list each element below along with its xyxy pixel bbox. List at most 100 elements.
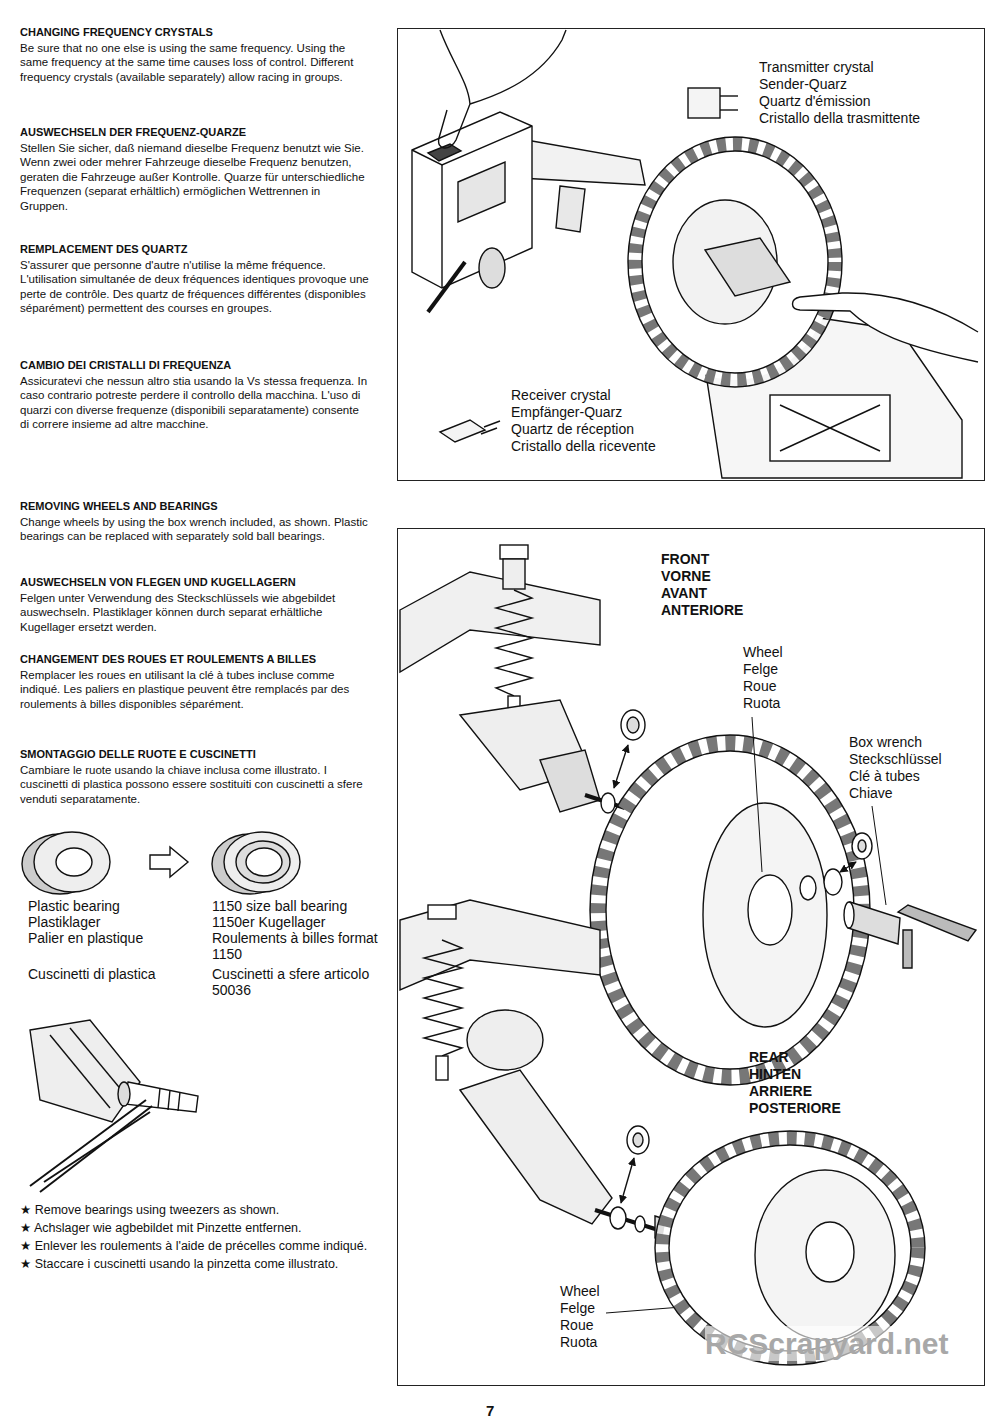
body-text: Remplacer les roues en utilisant la clé … [20,668,370,711]
figure-panel: Transmitter crystalSender-QuarzQuartz d'… [397,28,985,481]
body-text: Change wheels by using the box wrench in… [20,515,370,544]
hand-drawing [793,293,979,362]
part-label: Wheel [743,644,783,661]
section-heading: SMONTAGGIO DELLE RUOTE E CUSCINETTI [20,748,375,762]
part-label: Roue [560,1317,593,1334]
hand-drawing [793,293,979,362]
front-suspension-drawing [614,745,628,788]
part-label: Wheel [560,1283,600,1300]
rear-suspension-drawing [424,940,462,1056]
crystal-icon [440,420,485,442]
front-suspension-drawing [496,590,532,696]
rear-suspension-drawing [467,1010,543,1070]
front-suspension-drawing [400,545,645,813]
tire-drawing [628,137,842,387]
section-heading: REMOVING WHEELS AND BEARINGS [20,500,375,514]
direction-label: ARRIERE [749,1083,812,1100]
tweezers-illustration [168,1090,170,1110]
page-number: 7 [486,1402,516,1419]
part-label: Ruota [743,695,780,712]
tweezers-illustration [118,1082,130,1106]
direction-label: VORNE [661,568,711,585]
front-suspension-drawing [627,717,639,733]
tweezers-illustration [30,1020,140,1122]
box-wrench-drawing [844,902,854,928]
ball-bearing-drawing [224,832,300,892]
tweezers-illustration [178,1092,180,1111]
part-label: Cristallo della ricevente [511,438,656,455]
crystal-icon [484,421,500,427]
part-label: Quartz d'émission [759,93,871,110]
part-label: Plastic bearing [28,898,203,914]
transmitter-illustration [441,165,442,288]
part-label: 1150er Kugellager [212,914,380,930]
box-wrench-drawing [844,902,976,968]
part-label: Transmitter crystal [759,59,874,76]
arrow-symbol [150,847,188,877]
body-text: Felgen unter Verwendung des Steckschlüss… [20,591,370,634]
body-text: Cambiare le ruote usando la chiave inclu… [20,763,370,806]
section-heading: AUSWECHSELN DER FREQUENZ-QUARZE [20,126,375,140]
crystal-icon [720,95,738,96]
ball-bearing-drawing [212,832,300,894]
rear-wheel-drawing [662,1138,918,1358]
rear-suspension-drawing [428,905,456,919]
tweezers-illustration [50,1035,110,1108]
transmitter-illustration [479,248,505,288]
part-label: Chiave [849,785,893,802]
section-heading: CAMBIO DEI CRISTALLI DI FREQUENZA [20,359,375,373]
tweezers-illustration [30,1020,198,1192]
direction-label: HINTEN [749,1066,801,1083]
section-heading: REMPLACEMENT DES QUARTZ [20,243,375,257]
transmitter-illustration [412,112,645,312]
ball-bearing-drawing [236,841,290,883]
part-label: Steckschlüssel [849,751,942,768]
direction-label: ANTERIORE [661,602,743,619]
note-text: ★ Enlever les roulements à l'aide de pré… [20,1239,380,1255]
front-wheel-drawing [590,735,872,1085]
direction-label: POSTERIORE [749,1100,841,1117]
part-label: Cuscinetti di plastica [28,966,203,982]
direction-label: FRONT [661,551,709,568]
chassis-drawing [780,405,880,451]
front-wheel-drawing [800,876,816,900]
part-label: Felge [743,661,778,678]
plastic-bearing-drawing [22,832,110,894]
rear-suspension-drawing [621,1158,634,1203]
ball-bearing-drawing [246,848,282,876]
front-suspension-drawing [400,572,600,672]
front-suspension-drawing [621,710,645,740]
part-label: Ruota [560,1334,597,1351]
direction-label: AVANT [661,585,707,602]
rear-suspension-drawing [460,1070,612,1224]
transmitter-illustration [556,186,585,232]
crystal-icon [688,88,720,118]
rear-suspension-drawing [436,1056,448,1080]
box-wrench-drawing [903,930,912,968]
direction-label: REAR [749,1049,789,1066]
tire-drawing [642,151,828,373]
front-suspension-drawing [540,750,600,812]
front-wheel-drawing [858,840,866,852]
part-label: Cuscinetti a sfere articolo 50036 [212,966,380,998]
tweezers-illustration [30,1100,146,1186]
front-wheel-drawing [590,735,870,1085]
tire-drawing [705,238,790,296]
front-wheel-drawing [852,833,872,859]
chassis-drawing [780,405,880,451]
rear-suspension-drawing [633,1133,643,1147]
part-label: Plastiklager [28,914,203,930]
part-label: Palier en plastique [28,930,203,946]
front-wheel-drawing [606,751,854,1069]
part-label: Roulements à billes format 1150 [212,930,380,962]
note-text: ★ Staccare i cuscinetti usando la pinzet… [20,1257,380,1273]
part-label: Box wrench [849,734,922,751]
tweezers-illustration [44,1112,150,1182]
section-heading: AUSWECHSELN VON FLEGEN UND KUGELLAGERN [20,576,375,590]
section-heading: CHANGING FREQUENCY CRYSTALS [20,26,375,40]
part-label: Roue [743,678,776,695]
rear-wheel-drawing [806,1222,854,1282]
rear-wheel-drawing [669,1145,911,1351]
body-text: S'assurer que personne d'autre n'utilise… [20,258,370,316]
